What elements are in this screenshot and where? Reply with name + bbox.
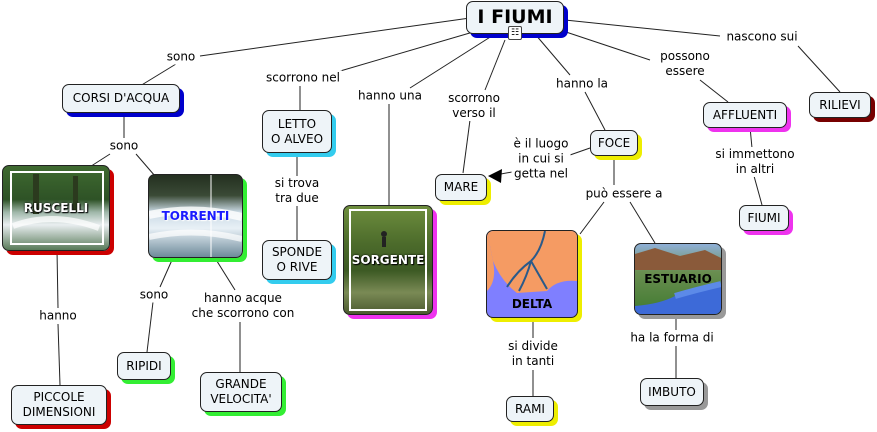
link-e-il-luogo: è il luogo in cui si getta nel <box>511 136 571 182</box>
connector <box>699 79 729 103</box>
torrenti-caption: TORRENTI <box>161 209 230 223</box>
node-ripidi[interactable]: RIPIDI <box>117 352 171 380</box>
ruscelli-caption: RUSCELLI <box>23 201 89 215</box>
connector <box>797 45 841 93</box>
delta-caption: DELTA <box>511 297 553 311</box>
connector <box>56 249 59 309</box>
link-hanno-acque: hanno acque che scorrono con <box>189 291 297 321</box>
link-si-immettono: si immettono in altri <box>713 147 797 177</box>
connector <box>139 63 177 87</box>
link-sono-ripidi: sono <box>137 287 171 303</box>
node-sponde[interactable]: SPONDE O RIVE <box>262 240 332 280</box>
connector <box>534 33 571 76</box>
sorgente-photo <box>349 209 427 311</box>
node-imbuto[interactable]: IMBUTO <box>640 378 704 406</box>
connector <box>753 175 763 206</box>
ruscelli-photo <box>10 171 104 245</box>
connector <box>629 201 656 244</box>
link-sono-tipi: sono <box>107 138 141 154</box>
node-fiumi[interactable]: FIUMI <box>739 205 789 231</box>
connector <box>199 17 471 57</box>
estuario-map <box>635 248 721 314</box>
torrenti-photo <box>149 175 242 257</box>
link-hanno: hanno <box>37 308 79 324</box>
link-hanno-una: hanno una <box>356 88 424 104</box>
link-ha-la-forma: ha la forma di <box>628 330 716 346</box>
node-sorgente[interactable]: SORGENTE <box>343 205 433 315</box>
node-grande-velocita[interactable]: GRANDE VELOCITA' <box>200 372 282 412</box>
connector <box>569 147 591 156</box>
connector <box>135 153 156 177</box>
connector <box>564 19 721 37</box>
connector <box>146 301 154 353</box>
arrowhead-icon <box>488 169 502 183</box>
connector <box>484 39 506 91</box>
node-affluenti[interactable]: AFFLUENTI <box>703 102 787 128</box>
node-rilievi[interactable]: RILIEVI <box>809 92 871 118</box>
link-si-trova: si trova tra due <box>272 176 322 206</box>
connector <box>159 259 173 288</box>
connector <box>57 323 61 386</box>
node-estuario[interactable]: ESTUARIO <box>634 243 722 315</box>
page-title: I FIUMI <box>477 6 553 28</box>
node-letto[interactable]: LETTO O ALVEO <box>262 110 332 153</box>
link-si-divide: si divide in tanti <box>506 339 560 369</box>
node-mare[interactable]: MARE <box>435 174 487 201</box>
estuario-caption: ESTUARIO <box>644 272 712 286</box>
connector <box>409 33 496 89</box>
connector <box>559 29 651 61</box>
link-puo-essere: può essere a <box>583 186 665 202</box>
connector <box>214 257 236 291</box>
sitemap-icon[interactable]: ☷ <box>508 26 522 40</box>
link-nascono-sui: nascono sui <box>724 29 800 45</box>
delta-map <box>487 231 577 293</box>
node-delta[interactable]: DELTA <box>486 230 578 318</box>
node-corsi[interactable]: CORSI D'ACQUA <box>62 84 180 113</box>
node-torrenti[interactable]: TORRENTI <box>148 174 243 258</box>
connector <box>329 29 481 75</box>
sorgente-caption: SORGENTE <box>351 253 425 267</box>
connector <box>749 126 753 149</box>
node-foce[interactable]: FOCE <box>590 130 638 156</box>
connector <box>579 201 605 235</box>
link-sono-corsi: sono <box>164 49 198 65</box>
node-piccole-dimensioni[interactable]: PICCOLE DIMENSIONI <box>11 385 107 425</box>
connector <box>462 119 471 174</box>
link-scorrono-verso: scorrono verso il <box>446 91 502 121</box>
node-ruscelli[interactable]: RUSCELLI <box>2 165 110 251</box>
link-hanno-la: hanno la <box>553 76 611 92</box>
link-possono-essere: possono essere <box>658 49 712 79</box>
link-scorrono-nel: scorrono nel <box>263 70 343 86</box>
node-rami[interactable]: RAMI <box>506 396 554 422</box>
connector <box>584 91 606 131</box>
